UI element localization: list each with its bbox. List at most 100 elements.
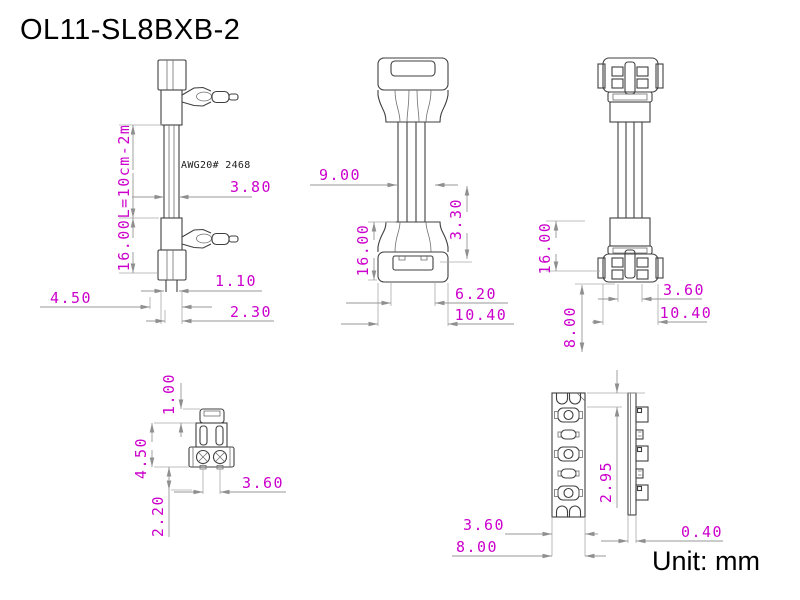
page-title: OL11-SL8BXB-2 [20,14,241,46]
plate-tab-large [635,406,649,423]
top-contact-hatch [636,66,649,77]
top-cap-outline [157,59,187,91]
dim-plate-thickness: 0.40 [681,523,723,541]
view-rear: 16.00 8.00 3.60 10.40 [536,57,711,352]
top-latch-slot [390,60,436,77]
plate-tab-large [635,484,649,501]
dim-tip-depth: 2.20 [149,495,167,537]
dim-contact-pitch: 2.95 [597,461,615,503]
plug-body-rail [215,425,224,446]
bottom-cap-outline [157,249,187,281]
plate-tab-detail [638,431,642,437]
top-contact-hatch [636,78,649,89]
bottom-latch-slot [196,233,212,244]
dim-connector-length: 16.00 [536,222,554,275]
contact-circle [195,449,211,465]
dim-tail-width: 2.30 [230,303,272,321]
dim-connector-length: 16.00 [354,224,372,277]
contact-nub [578,411,583,419]
bottom-housing-outline [377,251,449,283]
cable-outline [163,124,180,219]
dim-contact-spacing: 3.60 [242,474,284,492]
top-terminal-tip [228,93,239,101]
dim-latch-height: 1.00 [160,373,178,415]
bottom-contact-hatch [636,257,649,268]
contact-nub [557,431,562,438]
plate-tab-small [635,468,644,479]
plate-tab-detail [638,470,642,476]
strip-outline [551,392,586,518]
bottom-collar-inner [612,247,648,254]
top-cap-inner-lines [166,60,174,90]
plate-tab-small [635,429,644,440]
top-body [609,101,651,123]
dim-slot-width: 6.20 [455,285,497,303]
top-contact-hatch [611,66,624,77]
bottom-latch-slot [392,255,434,271]
contact-nub [554,411,559,419]
top-strain-relief-ribs [394,89,432,123]
top-collar-inner [612,93,648,101]
wire-tail-lines [165,280,178,292]
plug-body-rail [199,425,208,446]
dim-cable-length: L=10cm-2m [115,124,133,219]
plug-flange-steps [192,447,231,467]
bottom-contact-hatch [636,269,649,280]
contact-nub [557,470,562,477]
top-center-key [624,61,636,95]
contact-cross-hatch [198,452,225,462]
contact-nub [578,489,583,497]
extension-lines [368,221,472,326]
cable-inner-lines [168,125,175,218]
dim-housing-width: 10.40 [455,306,508,324]
view-contact-strip: 2.95 3.60 8.00 0.40 [452,370,723,559]
bottom-right-ear [655,257,664,279]
dim-wire-tip-width: 1.10 [215,272,257,290]
top-left-ear [597,63,606,89]
top-latch-lower-edge [181,101,212,107]
top-latch-upper-edge [181,86,212,96]
bottom-body-outline [160,217,183,251]
dim-strip-width: 3.60 [463,516,505,534]
view-side: 9.00 16.00 3.30 6.20 10.40 [310,57,514,327]
bottom-slot-notches [398,256,428,261]
extension-lines [154,408,221,494]
strip-bottom-slots [555,505,582,517]
wire-lines [397,122,426,222]
contact-slot [560,429,577,440]
contact-circle [212,449,228,465]
dim-mount-depth: 8.00 [561,306,579,348]
contact-slot [560,468,577,479]
contact-pin-hole [563,409,574,421]
bottom-terminal-tip [228,235,239,243]
latch-tab-inner [203,410,221,417]
unit-label: Unit: mm [652,546,760,576]
contact-nub [578,450,583,458]
dim-cable-diameter: 3.80 [230,178,272,196]
view-front: AWG20# 2468 L=10cm-2m 16.00 3.80 1.10 4.… [40,59,274,324]
plate-tab-notch [636,446,643,453]
strip-top-slots [555,393,582,405]
extension-lines [551,392,645,556]
top-cap-outline [602,57,659,93]
contact-pin-hole [563,487,574,499]
dim-connector-length: 16.00 [115,219,133,272]
bottom-contact-hatch [611,257,624,268]
extension-lines [546,220,659,325]
bottom-latch-lower-edge [181,243,212,249]
plate-tab-notch [636,407,643,414]
bottom-strain-relief-outline [377,221,449,252]
bottom-latch-upper-edge [181,228,212,238]
bottom-contact-hatch [611,269,624,280]
bottom-cap-inner-lines [166,250,174,280]
plate-tab-large [635,445,649,462]
top-strain-relief-outline [377,90,449,123]
plug-flange-outline [188,446,235,468]
bottom-body [609,217,651,247]
bottom-terminal-barrel [211,232,230,246]
top-contact-hatch [611,78,624,89]
contact-nub [575,431,580,438]
bottom-cap-outline [602,253,659,283]
